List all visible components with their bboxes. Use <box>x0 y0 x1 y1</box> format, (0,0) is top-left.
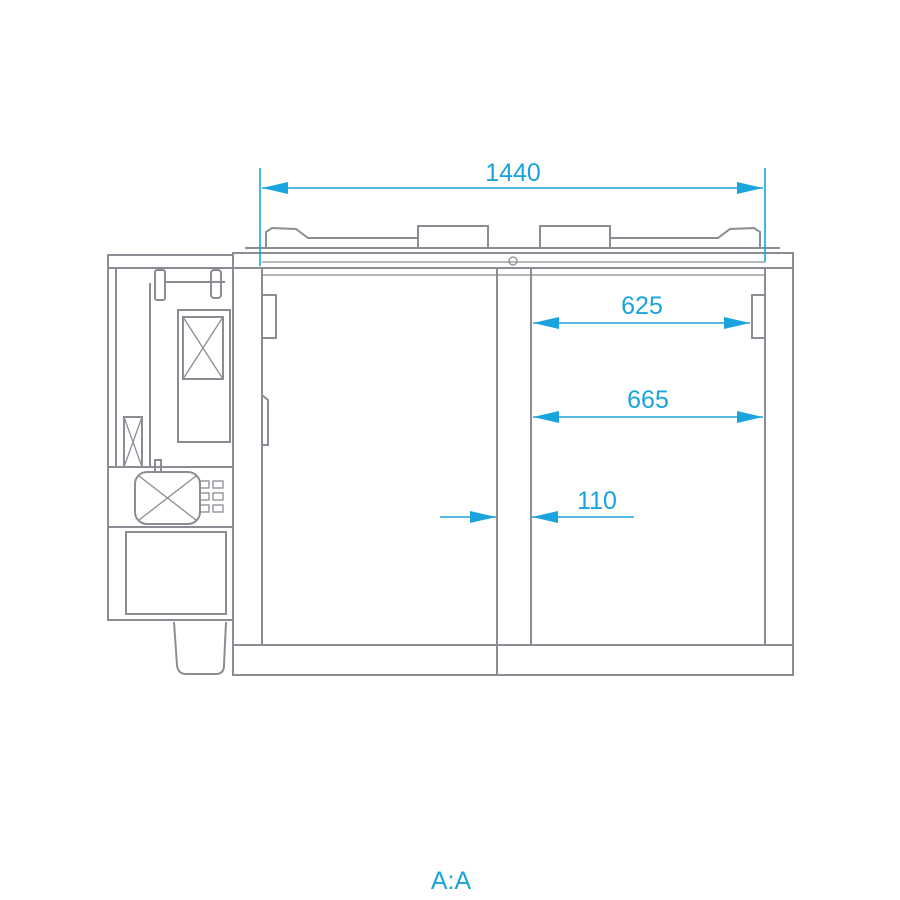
right-wall <box>764 267 794 646</box>
dimension-label-625: 625 <box>621 292 663 320</box>
left-hinge <box>261 394 269 446</box>
bottom-wall <box>232 644 794 676</box>
right-shelf-bracket <box>751 294 766 339</box>
refrigeration-unit <box>107 254 234 675</box>
dimension-overall-width <box>259 168 766 266</box>
dimension-label-110: 110 <box>577 487 617 515</box>
dimension-label-1440: 1440 <box>485 159 541 187</box>
fan-box-upper <box>177 309 231 443</box>
top-inner-rail <box>261 267 766 276</box>
cabinet-body <box>232 252 794 676</box>
dimension-divider-thickness <box>440 511 634 523</box>
left-wall <box>232 267 263 646</box>
dimension-shelf-depth <box>533 317 750 329</box>
top-wall <box>232 252 794 269</box>
top-lids <box>245 225 780 249</box>
dimension-label-665: 665 <box>627 386 669 414</box>
left-shelf-bracket <box>261 294 277 339</box>
dimension-inner-depth <box>533 411 763 423</box>
section-label: A:A <box>431 867 472 895</box>
center-divider <box>496 267 532 646</box>
drip-tray <box>173 621 227 675</box>
control-buttons <box>199 480 224 513</box>
